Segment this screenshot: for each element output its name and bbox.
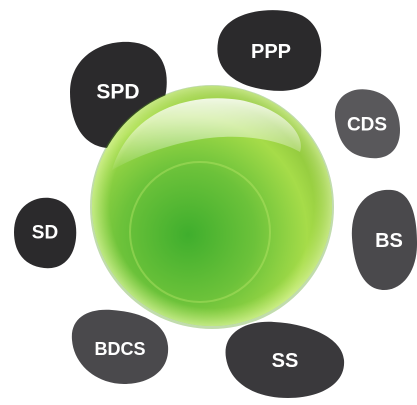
node-label: BDCS (94, 339, 145, 359)
node-ss: SS (225, 321, 345, 398)
sphere-inner-ring (129, 161, 271, 303)
node-bs: BS (351, 189, 417, 290)
node-label: SPD (96, 81, 139, 104)
node-cds: CDS (334, 89, 400, 159)
node-bdcs: BDCS (71, 309, 169, 384)
pebble-shape (14, 197, 77, 269)
sphere-gloss-highlight (112, 98, 301, 170)
node-label: CDS (347, 115, 387, 136)
pebble-shape (225, 321, 345, 398)
node-ppp: PPP (217, 10, 322, 91)
pebble-shape (334, 89, 400, 159)
center-sphere (90, 85, 334, 329)
node-label: SD (32, 223, 58, 244)
pebble-shape (71, 309, 169, 384)
node-label: PPP (251, 41, 291, 63)
pebble-shape (351, 189, 417, 290)
node-label: SS (272, 350, 299, 372)
node-label: BS (375, 230, 403, 252)
node-sd: SD (14, 197, 77, 269)
pebble-shape (217, 10, 322, 91)
